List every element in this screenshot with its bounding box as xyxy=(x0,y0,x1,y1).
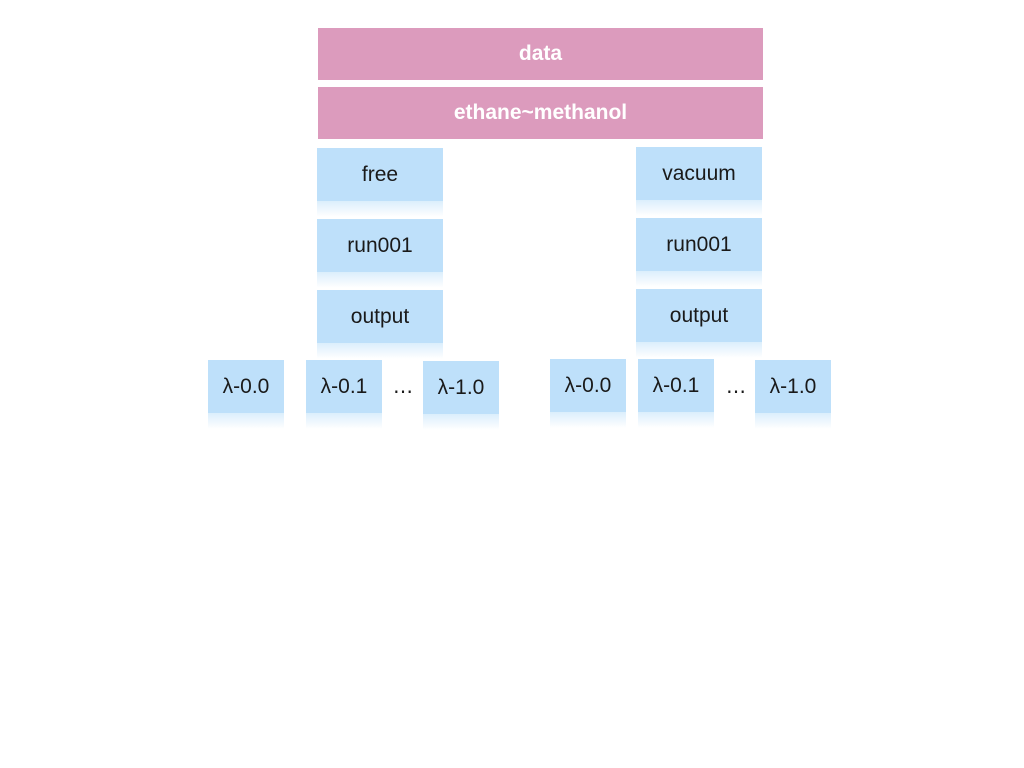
vacuum-run-node: run001 xyxy=(636,218,762,271)
free-lambda-reflection-1 xyxy=(306,413,382,429)
vacuum-lambda-node-0: λ-0.0 xyxy=(550,359,626,412)
vacuum-lambda-label-2: λ-1.0 xyxy=(769,374,817,398)
vacuum-lambda-label-0: λ-0.0 xyxy=(564,373,612,397)
vacuum-run-reflection xyxy=(636,271,762,287)
free-lambda-ellipsis: … xyxy=(393,374,413,398)
free-output-label: output xyxy=(350,304,410,328)
vacuum-output-label: output xyxy=(669,303,729,327)
vacuum-lambda-reflection-1 xyxy=(638,412,714,428)
free-lambda-label-0: λ-0.0 xyxy=(222,374,270,398)
free-lambda-reflection-0 xyxy=(208,413,284,429)
free-output-node: output xyxy=(317,290,443,343)
vacuum-run-label: run001 xyxy=(666,232,732,256)
free-lambda-node-1: λ-0.1 xyxy=(306,360,382,413)
free-run-node: run001 xyxy=(317,219,443,272)
free-lambda-reflection-2 xyxy=(423,414,499,430)
free-lambda-label-2: λ-1.0 xyxy=(437,375,485,399)
vacuum-output-reflection xyxy=(636,342,762,358)
vacuum-lambda-reflection-0 xyxy=(550,412,626,428)
free-output-reflection xyxy=(317,343,443,359)
free-phase-node: free xyxy=(317,148,443,201)
free-lambda-label-1: λ-0.1 xyxy=(320,374,368,398)
free-phase-label: free xyxy=(361,162,399,186)
vacuum-phase-node: vacuum xyxy=(636,147,762,200)
system-node-label: ethane~methanol xyxy=(453,101,628,124)
system-node-ethane-methanol: ethane~methanol xyxy=(318,87,763,139)
free-phase-reflection xyxy=(317,201,443,217)
free-lambda-node-2: λ-1.0 xyxy=(423,361,499,414)
vacuum-lambda-reflection-2 xyxy=(755,413,831,429)
vacuum-phase-label: vacuum xyxy=(662,161,736,185)
vacuum-phase-reflection xyxy=(636,200,762,216)
free-run-label: run001 xyxy=(347,233,413,257)
vacuum-lambda-node-1: λ-0.1 xyxy=(638,359,714,412)
vacuum-lambda-ellipsis: … xyxy=(726,374,746,398)
root-node-label: data xyxy=(518,42,563,65)
vacuum-lambda-node-2: λ-1.0 xyxy=(755,360,831,413)
root-node-data: data xyxy=(318,28,763,80)
vacuum-output-node: output xyxy=(636,289,762,342)
vacuum-lambda-label-1: λ-0.1 xyxy=(652,373,700,397)
free-run-reflection xyxy=(317,272,443,288)
free-lambda-node-0: λ-0.0 xyxy=(208,360,284,413)
